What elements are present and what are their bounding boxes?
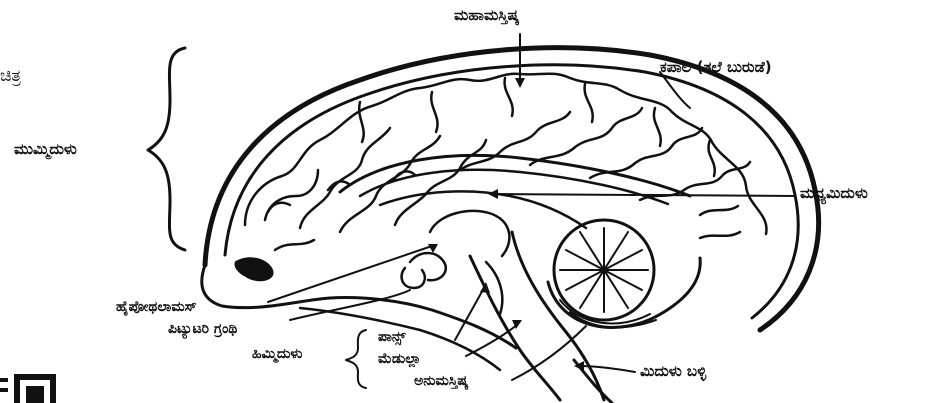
qr-code-icon <box>0 372 70 403</box>
label-medulla: ಮೆಡುಲ್ಲಾ <box>378 352 421 366</box>
thalamus <box>430 211 509 256</box>
cerebellum-folds <box>560 228 648 312</box>
label-spinal-cord: ಮಿದುಳು ಬಳ್ಳಿ <box>640 364 706 379</box>
pituitary-gland <box>402 268 425 288</box>
label-pituitary: ಪಿಟ್ಯುಟರಿ ಗ್ರಂಥಿ <box>168 322 237 336</box>
label-midbrain: ಮಧ್ಯಮಿದುಳು <box>800 186 868 201</box>
label-forebrain: ಮುಮ್ಮಿದುಳು <box>14 142 77 157</box>
ventricle-curve <box>380 191 586 228</box>
label-hindbrain: ಹಿಮ್ಮಿದುಳು <box>252 347 302 361</box>
sinus-shape <box>235 258 272 280</box>
forebrain-bracket <box>148 48 185 250</box>
label-skull: ಕಪಾಲ (ತಲೆ ಬುರುಡೆ) <box>660 60 772 75</box>
figure-caption: ಚಿತ್ರ <box>0 68 21 85</box>
hypothalamus-shape <box>410 253 446 280</box>
brainstem-back <box>512 232 604 400</box>
skull-outline <box>205 48 819 330</box>
label-cerebrum: ಮಹಾಮಸ್ತಿಷ್ಕ <box>454 8 519 23</box>
label-hypothalamus: ಹೈಪೋಥಲಾಮಸ್ <box>116 300 197 314</box>
label-cerebellum: ಅನುಮಸ್ತಿಷ್ಕ <box>414 374 468 388</box>
label-pons: ಪಾನ್ಸ್ <box>378 330 406 344</box>
hindbrain-bracket <box>346 330 366 388</box>
